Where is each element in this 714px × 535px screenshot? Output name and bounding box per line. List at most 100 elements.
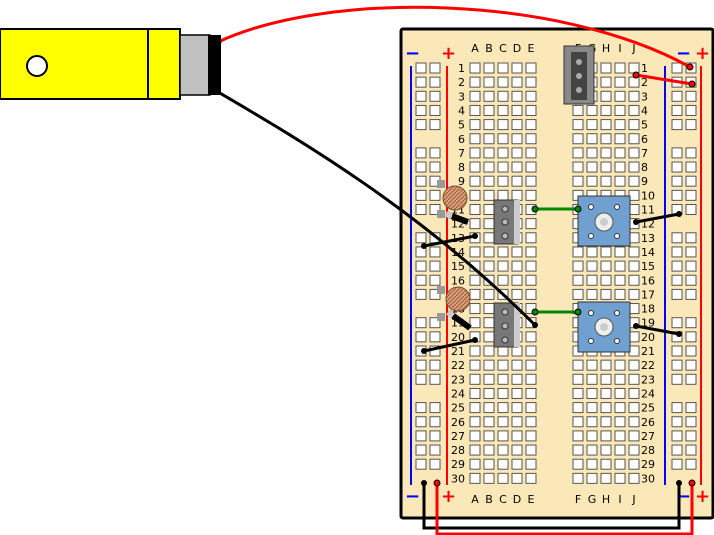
rail-hole-2-22 bbox=[671, 373, 683, 385]
hole-row-15-i bbox=[614, 260, 626, 272]
rail-hole-1-9 bbox=[429, 189, 441, 201]
rail-hole-2-25 bbox=[671, 416, 683, 428]
rail-hole-0-1 bbox=[415, 76, 427, 88]
hole-row-25-h bbox=[600, 402, 612, 414]
hole-row-23-c bbox=[497, 373, 509, 385]
row-number-right-4: 4 bbox=[641, 104, 648, 117]
wires bbox=[214, 5, 696, 535]
black-wire-left-lower bbox=[423, 338, 476, 353]
hole-row-7-i bbox=[614, 147, 626, 159]
hole-row-26-f bbox=[572, 416, 584, 428]
row-number-right-9: 9 bbox=[641, 175, 648, 188]
row-number-right-21: 21 bbox=[641, 345, 655, 358]
rail-hole-0-14 bbox=[415, 260, 427, 272]
hole-row-23-d bbox=[511, 373, 523, 385]
hole-row-14-f bbox=[572, 246, 584, 258]
rail-hole-0-27 bbox=[415, 444, 427, 456]
row-number-right-11: 11 bbox=[641, 204, 655, 217]
column-label-bottom-b: B bbox=[485, 493, 493, 506]
rail-hole-0-0 bbox=[415, 62, 427, 74]
hole-row-16-a bbox=[469, 274, 481, 286]
rail-hole-2-8 bbox=[671, 175, 683, 187]
hole-row-24-e bbox=[525, 387, 537, 399]
hole-row-18-a bbox=[469, 303, 481, 315]
rail-hole-2-4 bbox=[671, 119, 683, 131]
hole-row-9-h bbox=[600, 175, 612, 187]
hole-row-14-j bbox=[628, 246, 640, 258]
hole-row-6-g bbox=[586, 133, 598, 145]
row-number-left-1: 1 bbox=[458, 62, 465, 75]
hole-row-4-e bbox=[525, 104, 537, 116]
rail-hole-0-28 bbox=[415, 458, 427, 470]
hole-row-16-j bbox=[628, 274, 640, 286]
row-number-right-22: 22 bbox=[641, 359, 655, 372]
hole-row-29-c bbox=[497, 458, 509, 470]
hole-row-27-j bbox=[628, 430, 640, 442]
hole-row-26-b bbox=[483, 416, 495, 428]
hole-row-15-g bbox=[586, 260, 598, 272]
hole-row-14-i bbox=[614, 246, 626, 258]
row-number-left-2: 2 bbox=[458, 76, 465, 89]
rail-hole-2-14 bbox=[671, 260, 683, 272]
hole-row-27-g bbox=[586, 430, 598, 442]
hole-row-6-b bbox=[483, 133, 495, 145]
row-number-left-4: 4 bbox=[458, 104, 465, 117]
hole-row-3-b bbox=[483, 90, 495, 102]
rail-hole-2-28 bbox=[671, 458, 683, 470]
rail-hole-0-2 bbox=[415, 90, 427, 102]
hole-row-2-e bbox=[525, 76, 537, 88]
hole-row-8-e bbox=[525, 161, 537, 173]
hole-row-21-b bbox=[483, 345, 495, 357]
rail-hole-1-13 bbox=[429, 246, 441, 258]
rail-hole-3-22 bbox=[685, 373, 697, 385]
rail-hole-1-26 bbox=[429, 430, 441, 442]
hole-row-29-b bbox=[483, 458, 495, 470]
hole-row-15-e bbox=[525, 260, 537, 272]
row-number-left-24: 24 bbox=[451, 387, 465, 400]
hole-row-28-i bbox=[614, 444, 626, 456]
hole-row-10-b bbox=[483, 189, 495, 201]
hole-row-6-j bbox=[628, 133, 640, 145]
hole-row-15-b bbox=[483, 260, 495, 272]
hole-row-13-b bbox=[483, 232, 495, 244]
black-wire-right-lower bbox=[635, 324, 680, 336]
hole-row-8-d bbox=[511, 161, 523, 173]
rail-hole-1-2 bbox=[429, 90, 441, 102]
rail-hole-3-9 bbox=[685, 189, 697, 201]
hole-row-2-j bbox=[628, 76, 640, 88]
hole-row-17-g bbox=[586, 288, 598, 300]
hole-row-10-j bbox=[628, 189, 640, 201]
hole-row-27-d bbox=[511, 430, 523, 442]
hole-row-7-j bbox=[628, 147, 640, 159]
potentiometer-lower bbox=[577, 301, 631, 353]
hole-row-3-a bbox=[469, 90, 481, 102]
hole-row-28-d bbox=[511, 444, 523, 456]
rail-hole-1-14 bbox=[429, 260, 441, 272]
column-label-top-c: C bbox=[499, 42, 507, 55]
hole-row-14-e bbox=[525, 246, 537, 258]
rail-hole-0-12 bbox=[415, 232, 427, 244]
rail-hole-0-21 bbox=[415, 359, 427, 371]
row-number-left-30: 30 bbox=[451, 472, 465, 485]
hole-row-8-b bbox=[483, 161, 495, 173]
hole-row-2-b bbox=[483, 76, 495, 88]
hole-row-26-i bbox=[614, 416, 626, 428]
row-number-right-24: 24 bbox=[641, 387, 655, 400]
rail-hole-2-20 bbox=[671, 345, 683, 357]
hole-row-8-h bbox=[600, 161, 612, 173]
hole-row-12-b bbox=[483, 218, 495, 230]
hole-row-26-j bbox=[628, 416, 640, 428]
row-number-right-8: 8 bbox=[641, 161, 648, 174]
hole-row-22-b bbox=[483, 359, 495, 371]
column-label-bottom-d: D bbox=[513, 493, 521, 506]
row-number-right-3: 3 bbox=[641, 90, 648, 103]
rail-hole-1-0 bbox=[429, 62, 441, 74]
hole-row-23-g bbox=[586, 373, 598, 385]
rail-hole-3-25 bbox=[685, 416, 697, 428]
hole-row-27-a bbox=[469, 430, 481, 442]
red-jumper-top bbox=[635, 73, 693, 86]
row-number-right-29: 29 bbox=[641, 458, 655, 471]
hole-row-4-c bbox=[497, 104, 509, 116]
hole-row-29-g bbox=[586, 458, 598, 470]
hole-row-19-a bbox=[469, 317, 481, 329]
